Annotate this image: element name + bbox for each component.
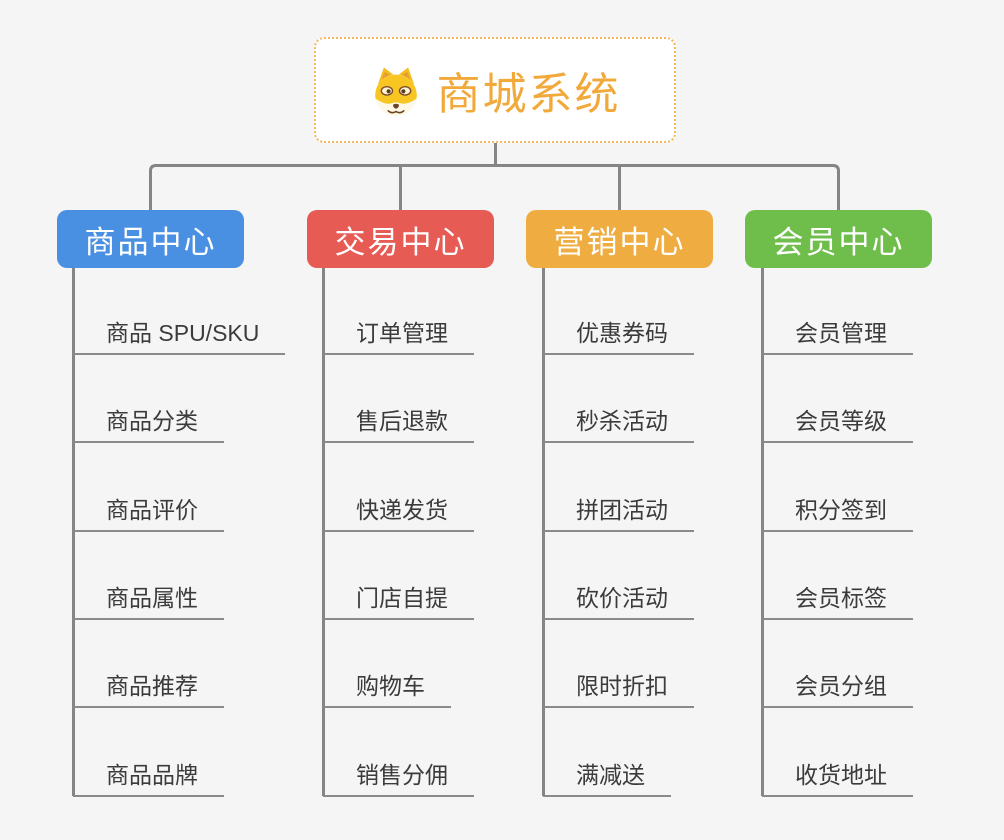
node-item[interactable]: 商品评价 xyxy=(73,490,224,532)
node-item[interactable]: 拼团活动 xyxy=(543,490,694,532)
node-item[interactable]: 会员管理 xyxy=(762,313,913,355)
node-item[interactable]: 商品分类 xyxy=(73,401,224,443)
root-title: 商城系统 xyxy=(436,70,621,119)
node-item[interactable]: 订单管理 xyxy=(323,313,474,355)
node-item[interactable]: 商品 SPU/SKU xyxy=(73,313,286,355)
branch-node-member-center[interactable]: 会员中心 xyxy=(745,210,932,268)
node-item[interactable]: 会员等级 xyxy=(762,401,913,443)
node-item[interactable]: 砍价活动 xyxy=(543,578,694,620)
node-item[interactable]: 满减送 xyxy=(543,755,671,797)
node-item[interactable]: 优惠券码 xyxy=(543,313,694,355)
node-item[interactable]: 限时折扣 xyxy=(543,666,694,708)
node-item[interactable]: 会员分组 xyxy=(762,666,913,708)
node-item[interactable]: 商品推荐 xyxy=(73,666,224,708)
node-item[interactable]: 门店自提 xyxy=(323,578,474,620)
node-item[interactable]: 购物车 xyxy=(323,666,451,708)
node-item[interactable]: 会员标签 xyxy=(762,578,913,620)
node-item[interactable]: 秒杀活动 xyxy=(543,401,694,443)
node-item[interactable]: 快递发货 xyxy=(323,490,474,532)
branch-node-marketing-center[interactable]: 营销中心 xyxy=(526,210,713,268)
node-item[interactable]: 商品属性 xyxy=(73,578,224,620)
node-item[interactable]: 收货地址 xyxy=(762,755,913,797)
shiba-dog-icon xyxy=(370,63,422,117)
node-item[interactable]: 积分签到 xyxy=(762,490,913,532)
root-node[interactable]: 商城系统 xyxy=(314,37,676,143)
branch-node-trade-center[interactable]: 交易中心 xyxy=(307,210,494,268)
branch-node-product-center[interactable]: 商品中心 xyxy=(57,210,244,268)
node-item[interactable]: 售后退款 xyxy=(323,401,474,443)
node-item[interactable]: 销售分佣 xyxy=(323,755,474,797)
node-item[interactable]: 商品品牌 xyxy=(73,755,224,797)
